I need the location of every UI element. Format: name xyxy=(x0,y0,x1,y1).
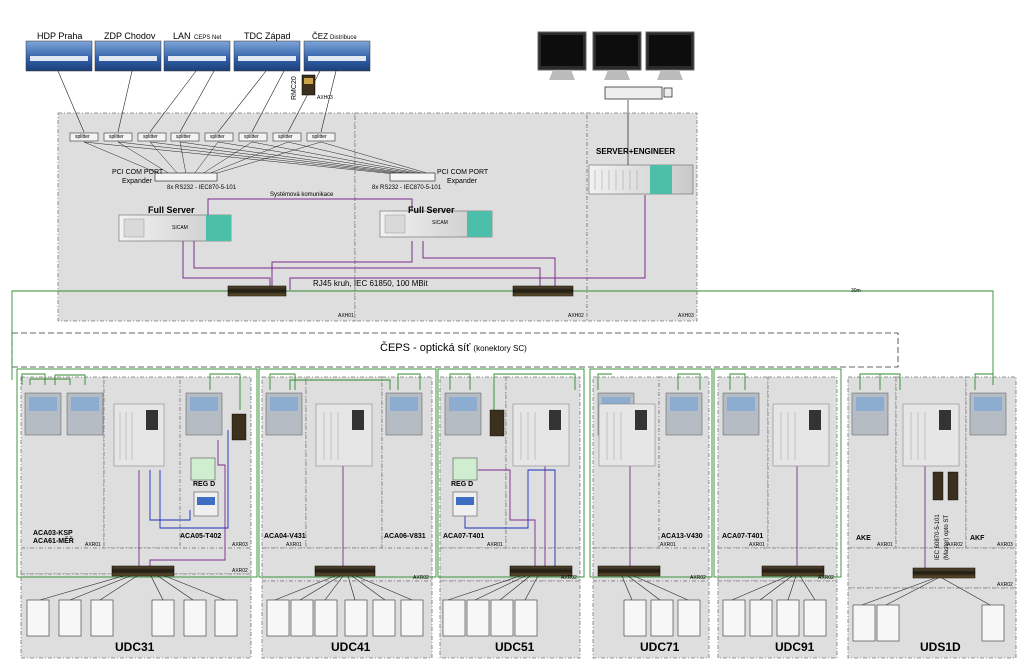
full-server-right-label: Full Server xyxy=(408,205,455,215)
bay-label-aca13: ACA13-V430 xyxy=(661,533,703,540)
bay-cables xyxy=(138,430,926,568)
rmc20-label: RMC20 xyxy=(291,76,298,100)
full-server-left-label: Full Server xyxy=(148,205,195,215)
bay-label-aca05: ACA05-T402 xyxy=(180,533,222,540)
axk-rmc-label: AXH03 xyxy=(317,95,333,101)
protocol-left: 8x RS232 - IEC870-5-101 xyxy=(167,185,237,191)
expander-left-line2: Expander xyxy=(122,178,152,185)
axr-10: AXR02 xyxy=(818,575,834,581)
axr-2: AXR03 xyxy=(232,542,248,548)
splitter-8: splitter xyxy=(312,134,327,140)
bay-name-udc51: UDC51 xyxy=(495,640,535,654)
bay-controller-panels xyxy=(146,410,951,430)
axr-3: AXR02 xyxy=(232,568,248,574)
optical-ceps: ČEPS xyxy=(380,342,410,354)
bay-label-ake: AKE xyxy=(856,535,871,542)
bay-label-aca04: ACA04-V431 xyxy=(264,533,306,540)
iec-note-line2: (Master) opto ST xyxy=(944,514,950,560)
sicam-right: SICAM xyxy=(432,220,448,226)
bay-controller-ribs xyxy=(119,412,926,460)
reg-d-1: REG D xyxy=(193,481,216,488)
expander-right-line1: PCI COM PORT xyxy=(437,169,489,176)
optical-dash: - xyxy=(409,342,420,354)
axr-5: AXR02 xyxy=(413,575,429,581)
bay-label-aca03: ACA03-KSP xyxy=(33,530,73,537)
axk-left: AXH01 xyxy=(338,313,354,319)
bay-name-udc91: UDC91 xyxy=(775,640,815,654)
axr-8: AXR02 xyxy=(690,575,706,581)
axr-13: AXR03 xyxy=(997,542,1013,548)
source-ceps-net: CEPS Net xyxy=(194,35,222,41)
bay-label-aca07-a: ACA07-T401 xyxy=(443,533,485,540)
server-engineer xyxy=(588,164,694,195)
axr-9: AXR01 xyxy=(749,542,765,548)
bay-name-udc71: UDC71 xyxy=(640,640,680,654)
drop-cables xyxy=(39,573,991,606)
mouse-icon xyxy=(663,87,673,98)
splitter-7: splitter xyxy=(278,134,293,140)
com-expander-right xyxy=(389,172,436,182)
reg-d-devices xyxy=(190,457,478,517)
bay-name-uds1d: UDS1D xyxy=(920,640,961,654)
axr-12: AXR02 xyxy=(947,542,963,548)
distance-label: 30m xyxy=(851,288,861,294)
optical-network-title: ČEPS - optická síť (konektory SC) xyxy=(380,343,527,354)
source-tdc-zapad: TDC Západ xyxy=(244,31,291,41)
expander-right-line2: Expander xyxy=(447,178,477,185)
source-distribuce: Distribuce xyxy=(330,35,357,41)
splitter-1: splitter xyxy=(75,134,90,140)
bay-label-aca61: ACA61-MĚŘ xyxy=(33,538,74,545)
ring-label: RJ45 kruh, IEC 61850, 100 MBit xyxy=(313,279,428,288)
full-server-left xyxy=(118,214,232,242)
splitter-5: splitter xyxy=(210,134,225,140)
network-switches xyxy=(111,285,976,579)
splitter-4: splitter xyxy=(176,134,191,140)
axk-right: AXH03 xyxy=(678,313,694,319)
source-hdp-praha: HDP Praha xyxy=(37,31,83,41)
bay-label-aca07-b: ACA07-T401 xyxy=(722,533,764,540)
optical-rest: optická síť xyxy=(419,342,471,354)
bay-label-akf: AKF xyxy=(970,535,985,542)
purple-links xyxy=(182,100,646,291)
iec-note-line1: IEC 60870-5-101 xyxy=(935,514,941,560)
axr-7: AXR02 xyxy=(561,575,577,581)
rmc20-display xyxy=(304,78,313,84)
axr-6: AXR01 xyxy=(487,542,503,548)
splitter-6: splitter xyxy=(244,134,259,140)
splitter-3: splitter xyxy=(143,134,158,140)
splitter-cables xyxy=(83,141,431,175)
media-converters xyxy=(231,409,959,501)
source-cez: ČEZ xyxy=(312,32,328,41)
splitter-2: splitter xyxy=(109,134,124,140)
axr-4: AXR01 xyxy=(286,542,302,548)
source-zdp-chodov: ZDP Chodov xyxy=(104,31,156,41)
source-lan: LAN xyxy=(173,31,191,41)
axr-1: AXR01 xyxy=(85,542,101,548)
optical-network-box xyxy=(11,332,899,368)
expander-left-line1: PCI COM PORT xyxy=(112,169,164,176)
axr-11: AXR01 xyxy=(877,542,893,548)
com-expander-left xyxy=(154,172,218,182)
sicam-left: SICAM xyxy=(172,225,188,231)
bay-label-aca06: ACA06-V831 xyxy=(384,533,426,540)
reg-d-2: REG D xyxy=(451,481,474,488)
server-engineer-label: SERVER+ENGINEER xyxy=(596,147,676,156)
axr-14: AXR01 xyxy=(660,542,676,548)
bay-name-udc31: UDC31 xyxy=(115,640,155,654)
monitor-icon xyxy=(537,31,695,80)
source-screens xyxy=(25,40,371,72)
full-server-right xyxy=(379,210,493,238)
bay-group-borders xyxy=(16,368,842,578)
green-loop xyxy=(11,290,994,410)
axk-middle: AXH02 xyxy=(568,313,584,319)
optical-note: (konektory SC) xyxy=(473,344,527,353)
terminal-devices xyxy=(26,599,1005,642)
protocol-right: 8x RS232 - IEC870-5-101 xyxy=(372,185,442,191)
axr-15: AXR02 xyxy=(997,582,1013,588)
keyboard-icon xyxy=(604,86,663,100)
splitter-boxes xyxy=(69,132,336,142)
system-comm-label: Systémová komunikace xyxy=(270,192,334,198)
bay-name-udc41: UDC41 xyxy=(331,640,371,654)
